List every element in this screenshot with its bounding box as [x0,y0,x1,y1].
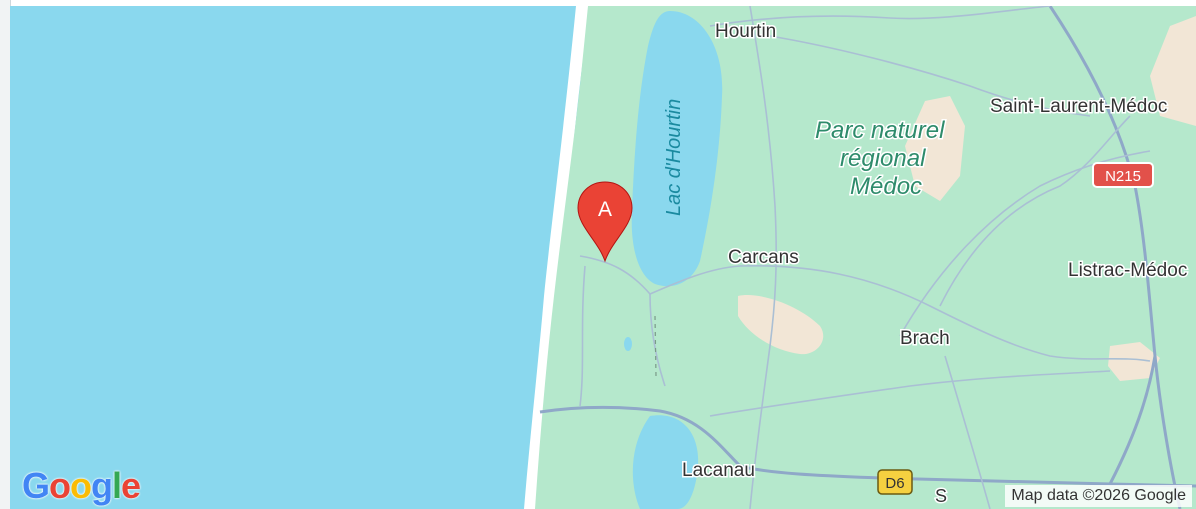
road-brach-north [939,115,1131,307]
logo-letter-1: G [22,465,50,506]
label-brach[interactable]: Brach [899,327,952,351]
label-carcans[interactable]: Carcans [727,246,801,270]
shield-n215-box [1092,162,1154,188]
urban-area-4 [1108,342,1160,381]
small-pond [624,337,632,351]
minor-roads [579,6,1151,509]
label-stub: S [935,486,947,506]
marker-letter: A [598,198,612,221]
label-parc-3: Médoc [850,173,922,200]
road-d6-east [1108,355,1157,485]
marker-pin[interactable] [577,181,633,263]
shield-n215: N215 [1092,162,1154,188]
map-attribution[interactable]: Map data ©2026 Google [1005,485,1192,507]
urban-area-1 [1150,16,1196,126]
dashed-track [654,315,657,377]
road-lacanau-south [709,370,1111,417]
lake-hourtin [631,11,723,287]
lake-lacanau [632,415,699,509]
label-lac-hourtin: Lac d'Hourtin [663,99,685,216]
urban-area-3 [738,295,824,355]
road-parc [769,35,1091,117]
label-saint-laurent[interactable]: Saint-Laurent-Médoc [989,95,1169,119]
road-carcans [579,255,1151,362]
road-carcans-east [899,150,1151,337]
label-parc-2: régional [840,145,926,172]
map-canvas[interactable]: Hourtin Lac d'Hourtin Parc naturel régio… [10,6,1196,509]
road-hourtin-south [749,6,777,509]
major-roads [539,6,1196,509]
logo-letter-5: l [112,465,122,506]
urban-area-2 [905,96,965,201]
shield-d6-box [877,469,913,495]
label-hourtin[interactable]: Hourtin [714,20,778,44]
google-logo[interactable]: Google [22,465,141,507]
land [535,6,1196,509]
road-north-south [1048,6,1182,509]
road-lacanau-d6 [539,405,1196,488]
beach [524,6,590,509]
road-lacanau-north [649,293,666,387]
label-lacanau[interactable]: Lacanau [681,459,757,483]
road-hourtin-east [709,6,1051,27]
logo-letter-3: o [70,465,92,506]
logo-letter-4: g [91,465,113,506]
label-listrac[interactable]: Listrac-Médoc [1067,259,1189,283]
shield-d6: D6 [877,469,913,495]
logo-letter-2: o [49,465,71,506]
road-brach-south [944,355,991,509]
shield-n215-label: N215 [1105,168,1141,185]
shield-d6-label: D6 [885,475,904,492]
road-west-coast [579,265,586,407]
marker-a[interactable]: A [577,181,633,263]
label-parc-1: Parc naturel [815,117,945,144]
logo-letter-6: e [121,465,141,506]
